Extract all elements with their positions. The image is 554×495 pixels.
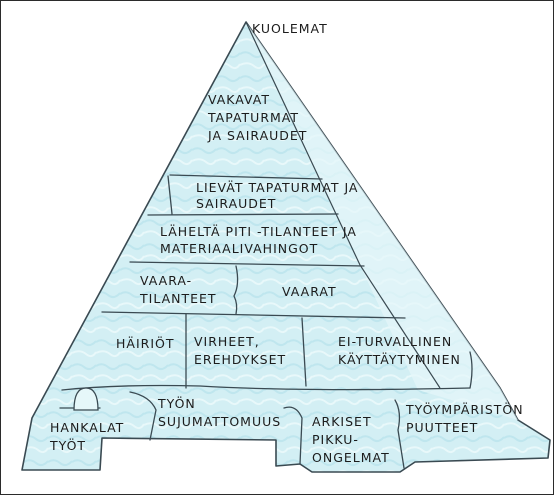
label-danger-situations-1: VAARA-: [140, 273, 192, 288]
label-hard-work-1: HANKALAT: [50, 420, 124, 435]
tier-lines: [59, 174, 473, 469]
pyramid-right-face: [246, 22, 518, 420]
label-minor-2: SAIRAUDET: [196, 196, 276, 211]
label-serious-1: VAKAVAT: [208, 92, 270, 107]
label-dangers: VAARAT: [282, 284, 337, 299]
arch-detail: [73, 387, 99, 411]
label-unsafe-1: EI-TURVALLINEN: [338, 334, 452, 349]
label-environment-2: PUUTTEET: [406, 420, 478, 435]
label-everyday-1: ARKISET: [312, 414, 372, 429]
label-work-flow-1: TYÖN: [157, 395, 196, 411]
label-work-flow-2: SUJUMATTOMUUS: [158, 414, 281, 429]
label-near-miss-2: MATERIAALIVAHINGOT: [160, 241, 318, 256]
label-serious-3: JA SAIRAUDET: [207, 128, 307, 143]
label-hard-work-2: TYÖT: [49, 437, 86, 453]
label-disturbances: HÄIRIÖT: [116, 335, 174, 351]
label-near-miss-1: LÄHELTÄ PITI -TILANTEET JA: [160, 224, 357, 239]
label-errors-1: VIRHEET,: [194, 334, 260, 349]
label-minor-1: LIEVÄT TAPATURMAT JA: [196, 180, 359, 195]
label-serious-2: TAPATURMAT: [207, 110, 299, 125]
label-everyday-3: ONGELMAT: [312, 450, 390, 465]
label-environment-1: TYÖYMPÄRISTÖN: [405, 401, 524, 417]
label-errors-2: EREHDYKSET: [194, 352, 286, 367]
ridge-line: [245, 21, 441, 389]
label-everyday-2: PIKKU-: [312, 432, 359, 447]
label-kuolemat: KUOLEMAT: [252, 21, 328, 36]
label-unsafe-2: KÄYTTÄYTYMINEN: [338, 352, 461, 367]
label-danger-situations-2: TILANTEET: [139, 291, 217, 306]
